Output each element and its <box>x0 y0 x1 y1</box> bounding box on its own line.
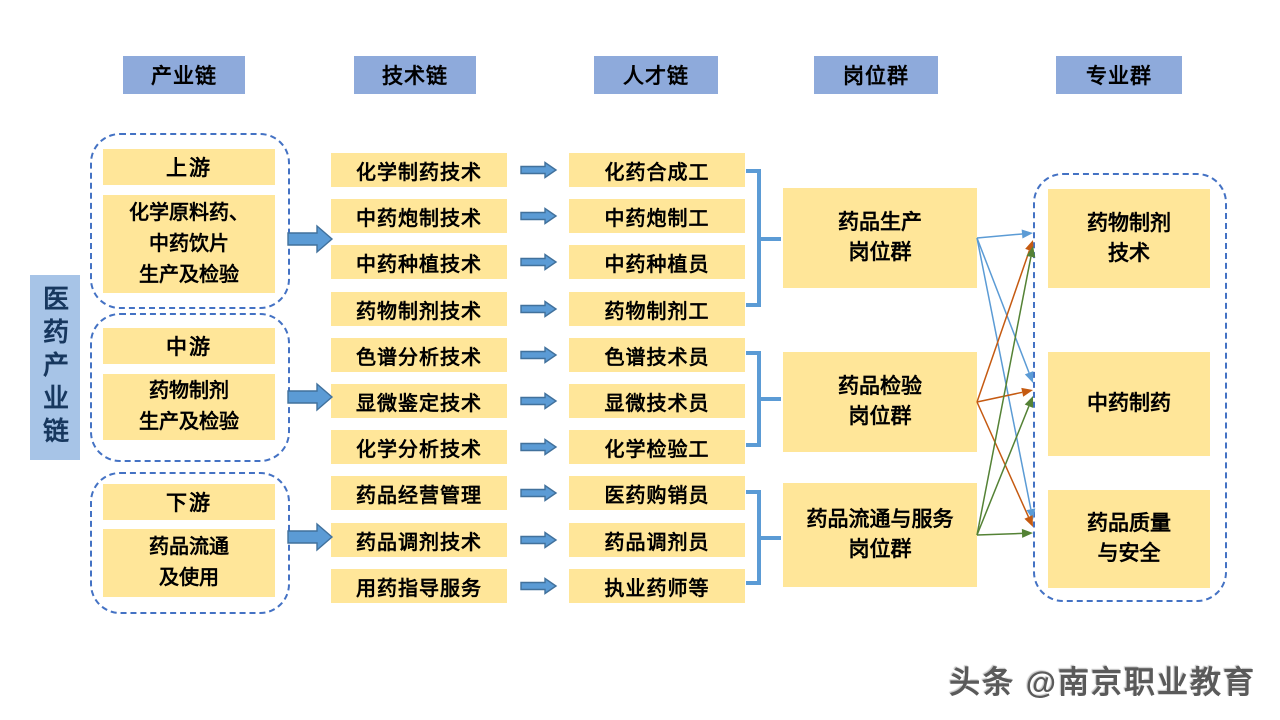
tech-chain-item: 化学分析技术 <box>331 430 507 464</box>
tech-chain-item: 化学制药技术 <box>331 153 507 187</box>
desc-downstream: 药品流通 及使用 <box>103 529 275 597</box>
talent-chain-item: 医药购销员 <box>569 476 745 510</box>
talent-chain-item: 中药种植员 <box>569 245 745 279</box>
talent-chain-item: 药品调剂员 <box>569 523 745 557</box>
bracket-talent-to-post-group <box>746 351 781 447</box>
talent-chain-item: 化药合成工 <box>569 153 745 187</box>
flow-arrow-tech-to-talent <box>520 300 558 318</box>
header-post-group: 岗位群 <box>814 56 938 94</box>
line-distribution-to-major <box>976 256 1032 536</box>
tech-chain-item: 药品调剂技术 <box>331 523 507 557</box>
post-group-production: 药品生产 岗位群 <box>783 188 977 288</box>
flow-arrow-industry-to-tech <box>287 382 334 412</box>
tech-chain-item: 药物制剂技术 <box>331 292 507 326</box>
talent-chain-item: 化学检验工 <box>569 430 745 464</box>
flow-arrow-tech-to-talent <box>520 577 558 595</box>
bracket-talent-to-post-group <box>746 490 781 585</box>
line-production-to-major <box>976 237 1030 374</box>
tech-chain-item: 药品经营管理 <box>331 476 507 510</box>
stage-upstream: 上游 <box>103 149 275 185</box>
header-major-group: 专业群 <box>1056 56 1182 94</box>
flow-arrow-tech-to-talent <box>520 438 558 456</box>
post-group-inspection: 药品检验 岗位群 <box>783 352 977 452</box>
bracket-talent-to-post-group <box>746 169 781 307</box>
talent-chain-item: 执业药师等 <box>569 569 745 603</box>
flow-arrow-tech-to-talent <box>520 531 558 549</box>
header-industry-chain: 产业链 <box>123 56 245 94</box>
industry-chain-vertical-label: 医药产业链 <box>30 275 80 460</box>
flow-arrow-tech-to-talent <box>520 161 558 179</box>
line-inspection-to-major <box>976 250 1031 403</box>
header-talent-chain: 人才链 <box>594 56 718 94</box>
arrowhead-line-production-to-major <box>1024 371 1034 383</box>
major-drug-quality-safety: 药品质量 与安全 <box>1048 490 1210 588</box>
post-group-distribution-service: 药品流通与服务 岗位群 <box>783 483 977 587</box>
arrowhead-line-distribution-to-major <box>1021 528 1033 538</box>
tech-chain-item: 显微鉴定技术 <box>331 384 507 418</box>
stage-downstream: 下游 <box>103 484 275 520</box>
tech-chain-item: 用药指导服务 <box>331 569 507 603</box>
arrowhead-line-production-to-major <box>1021 229 1033 239</box>
arrowhead-line-inspection-to-major <box>1024 515 1033 527</box>
talent-chain-item: 药物制剂工 <box>569 292 745 326</box>
line-distribution-to-major <box>976 405 1030 536</box>
flow-arrow-tech-to-talent <box>520 207 558 225</box>
line-inspection-to-major <box>976 391 1023 403</box>
flow-arrow-tech-to-talent <box>520 392 558 410</box>
line-distribution-to-major <box>976 532 1023 536</box>
line-production-to-major <box>976 233 1023 239</box>
line-production-to-major <box>976 237 1032 510</box>
header-tech-chain: 技术链 <box>354 56 476 94</box>
arrowhead-line-distribution-to-major <box>1024 396 1034 408</box>
stage-midstream: 中游 <box>103 328 275 364</box>
talent-chain-item: 中药炮制工 <box>569 199 745 233</box>
major-tcm-pharmacy: 中药制药 <box>1048 352 1210 456</box>
flow-arrow-industry-to-tech <box>287 522 334 552</box>
flow-arrow-tech-to-talent <box>520 484 558 502</box>
flow-arrow-industry-to-tech <box>287 224 334 254</box>
tech-chain-item: 色谱分析技术 <box>331 338 507 372</box>
line-inspection-to-major <box>976 401 1030 518</box>
desc-midstream: 药物制剂 生产及检验 <box>103 374 275 440</box>
tech-chain-item: 中药炮制技术 <box>331 199 507 233</box>
major-pharmaceutical-preparation-tech: 药物制剂 技术 <box>1048 189 1210 288</box>
talent-chain-item: 色谱技术员 <box>569 338 745 372</box>
arrowhead-line-inspection-to-major <box>1021 387 1033 397</box>
tech-chain-item: 中药种植技术 <box>331 245 507 279</box>
talent-chain-item: 显微技术员 <box>569 384 745 418</box>
watermark: 头条 @南京职业教育 <box>949 665 1256 700</box>
desc-upstream: 化学原料药、 中药饮片 生产及检验 <box>103 195 275 293</box>
flow-arrow-tech-to-talent <box>520 346 558 364</box>
flow-arrow-tech-to-talent <box>520 253 558 271</box>
